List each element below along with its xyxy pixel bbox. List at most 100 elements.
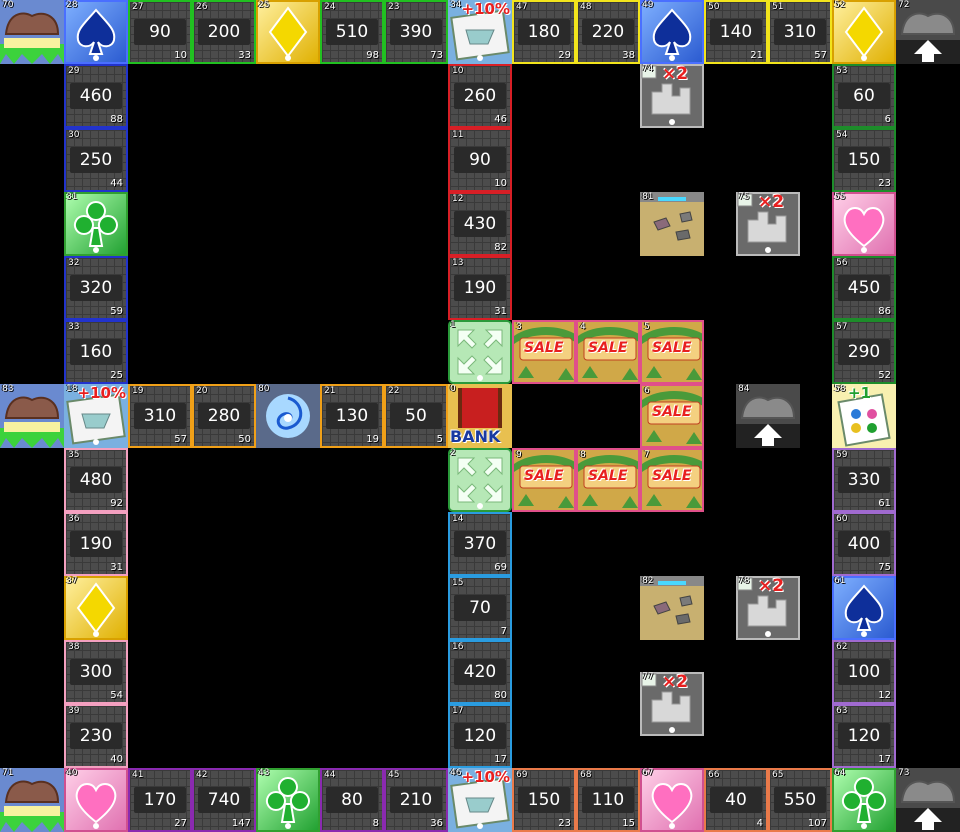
- board-space-71[interactable]: 71: [0, 768, 64, 832]
- board-space-1[interactable]: 1: [448, 320, 512, 384]
- board-space-37[interactable]: 37: [64, 576, 128, 640]
- property-price: 480: [70, 467, 122, 493]
- board-space-84[interactable]: 84: [736, 384, 800, 448]
- property-price: 170: [134, 787, 186, 813]
- board-space-34[interactable]: +10%34: [448, 0, 512, 64]
- board-space-52[interactable]: 52: [832, 0, 896, 64]
- space-number: 14: [452, 514, 464, 524]
- property-value: 10: [494, 178, 507, 189]
- property-price: 60: [838, 83, 890, 109]
- space-number: 12: [452, 194, 464, 204]
- board-space-73[interactable]: 73: [896, 768, 960, 832]
- board-space-80[interactable]: 80: [256, 384, 320, 448]
- board-space-55[interactable]: 55: [832, 192, 896, 256]
- property-price: 310: [134, 403, 186, 429]
- property-price: 180: [518, 19, 570, 45]
- property-price: 80: [326, 787, 378, 813]
- board-space-46[interactable]: +10%46: [448, 768, 512, 832]
- spade-icon: [64, 0, 128, 64]
- board-space-2[interactable]: 2: [448, 448, 512, 512]
- board-space-72[interactable]: 72: [896, 0, 960, 64]
- space-number: 10: [452, 66, 464, 76]
- property-price: 420: [454, 659, 506, 685]
- space-label: SALE: [588, 340, 628, 356]
- board-space-81[interactable]: 81: [640, 192, 704, 256]
- board-space-43[interactable]: 43: [256, 768, 320, 832]
- board-space-28[interactable]: 28: [64, 0, 128, 64]
- property-value: 33: [238, 50, 251, 61]
- board-space-49[interactable]: 49: [640, 0, 704, 64]
- club-icon: [64, 192, 128, 256]
- board-space-83[interactable]: 83: [0, 384, 64, 448]
- board-space-40[interactable]: 40: [64, 768, 128, 832]
- board-space-67[interactable]: 67: [640, 768, 704, 832]
- property-value: 31: [110, 562, 123, 573]
- board-space-70[interactable]: 70: [0, 0, 64, 64]
- board-space-82[interactable]: 82: [640, 576, 704, 640]
- board-space-64[interactable]: 64: [832, 768, 896, 832]
- board-space-25[interactable]: 25: [256, 0, 320, 64]
- board-space-61[interactable]: 61: [832, 576, 896, 640]
- board-space-31[interactable]: 31: [64, 192, 128, 256]
- board-space-18[interactable]: +10%18: [64, 384, 128, 448]
- vortex-icon: [256, 384, 320, 448]
